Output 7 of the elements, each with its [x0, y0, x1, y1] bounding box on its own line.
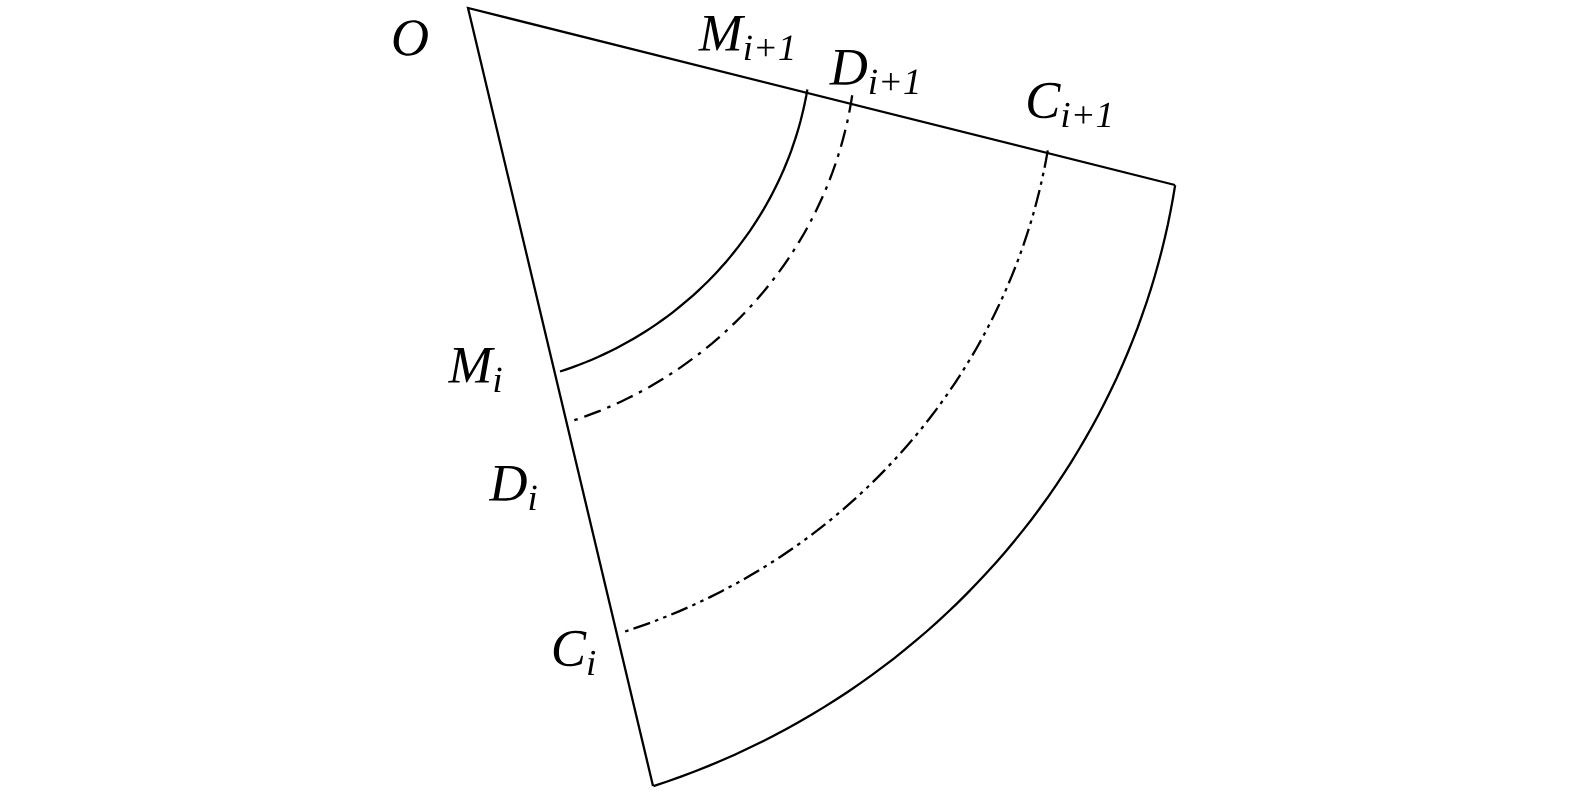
point-label: M$_{i}$	[447, 348, 502, 392]
point-label: M$_{i+1}$	[698, 16, 793, 60]
point-label: C$_{i}$	[553, 630, 596, 676]
point-label: C$_{i+1}$	[1028, 82, 1110, 128]
point-label: D$_{i+1}$	[829, 50, 918, 94]
point-label: D$_{i}$	[488, 466, 537, 510]
point-label: O	[393, 20, 428, 56]
